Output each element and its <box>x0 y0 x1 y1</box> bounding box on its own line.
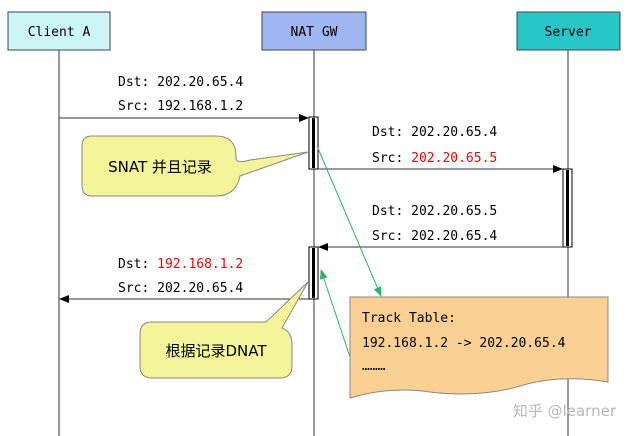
message-2-src-value: 202.20.65.5 <box>411 151 497 166</box>
participant-server-label: Server <box>545 25 592 40</box>
snat-callout-text: SNAT 并且记录 <box>108 158 212 176</box>
participant-gateway-label: NAT GW <box>291 25 338 40</box>
message-2-src: Src: 202.20.65.5 <box>372 151 497 166</box>
track-table-title: Track Table: <box>362 311 456 326</box>
message-1-dst: Dst: 202.20.65.4 <box>118 75 243 90</box>
track-table-entry: 192.168.1.2 -> 202.20.65.4 <box>362 336 566 351</box>
track-table: Track Table: 192.168.1.2 -> 202.20.65.4 … <box>349 296 609 399</box>
message-4-dst-value: 192.168.1.2 <box>157 257 243 272</box>
message-3-dst: Dst: 202.20.65.5 <box>372 204 497 219</box>
snat-callout: SNAT 并且记录 <box>81 135 309 197</box>
lookup-arrow <box>320 269 356 373</box>
message-1-src: Src: 192.168.1.2 <box>118 99 243 114</box>
message-4-dst: Dst: 192.168.1.2 <box>118 257 243 272</box>
record-arrow <box>316 145 382 297</box>
message-4-src: Src: 202.20.65.4 <box>118 281 243 296</box>
participant-gateway: NAT GW <box>261 11 367 51</box>
participant-client-label: Client A <box>28 25 91 40</box>
dnat-callout: 根据记录DNAT <box>139 281 309 379</box>
track-table-more: ……… <box>362 359 386 374</box>
participant-client: Client A <box>7 11 111 51</box>
participant-server: Server <box>516 11 621 51</box>
message-2-dst: Dst: 202.20.65.4 <box>372 125 497 140</box>
watermark: 知乎 @learner <box>513 402 617 420</box>
dnat-callout-text: 根据记录DNAT <box>165 342 267 360</box>
message-3-src: Src: 202.20.65.4 <box>372 229 497 244</box>
